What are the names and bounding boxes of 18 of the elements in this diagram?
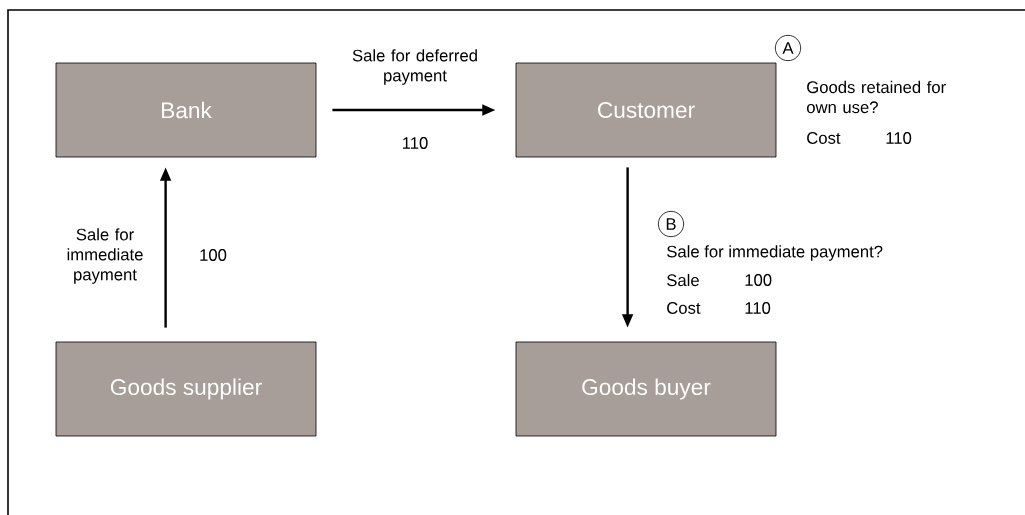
note-text: 110 xyxy=(745,302,771,314)
edge-label: Sale for immediate payment xyxy=(67,228,143,284)
note-text: Cost xyxy=(807,132,841,144)
note-text: Cost xyxy=(667,302,701,314)
entity-box: Goods supplier xyxy=(55,341,317,437)
edge-label: Sale for deferred payment xyxy=(352,49,477,85)
entity-box: Customer xyxy=(515,62,777,158)
note-text: 100 xyxy=(745,274,772,286)
entity-box: Bank xyxy=(55,62,317,158)
amount-label: 100 xyxy=(200,249,227,261)
circled-letter: B xyxy=(657,210,685,238)
note-text: Goods retained for own use? xyxy=(806,80,946,114)
amount-label: 110 xyxy=(403,137,428,149)
note-text: Sale xyxy=(667,273,699,287)
note-text: Sale for immediate payment? xyxy=(667,245,883,261)
entity-box: Goods buyer xyxy=(515,341,777,437)
circled-letter: A xyxy=(774,34,802,62)
note-text: 110 xyxy=(886,132,912,144)
